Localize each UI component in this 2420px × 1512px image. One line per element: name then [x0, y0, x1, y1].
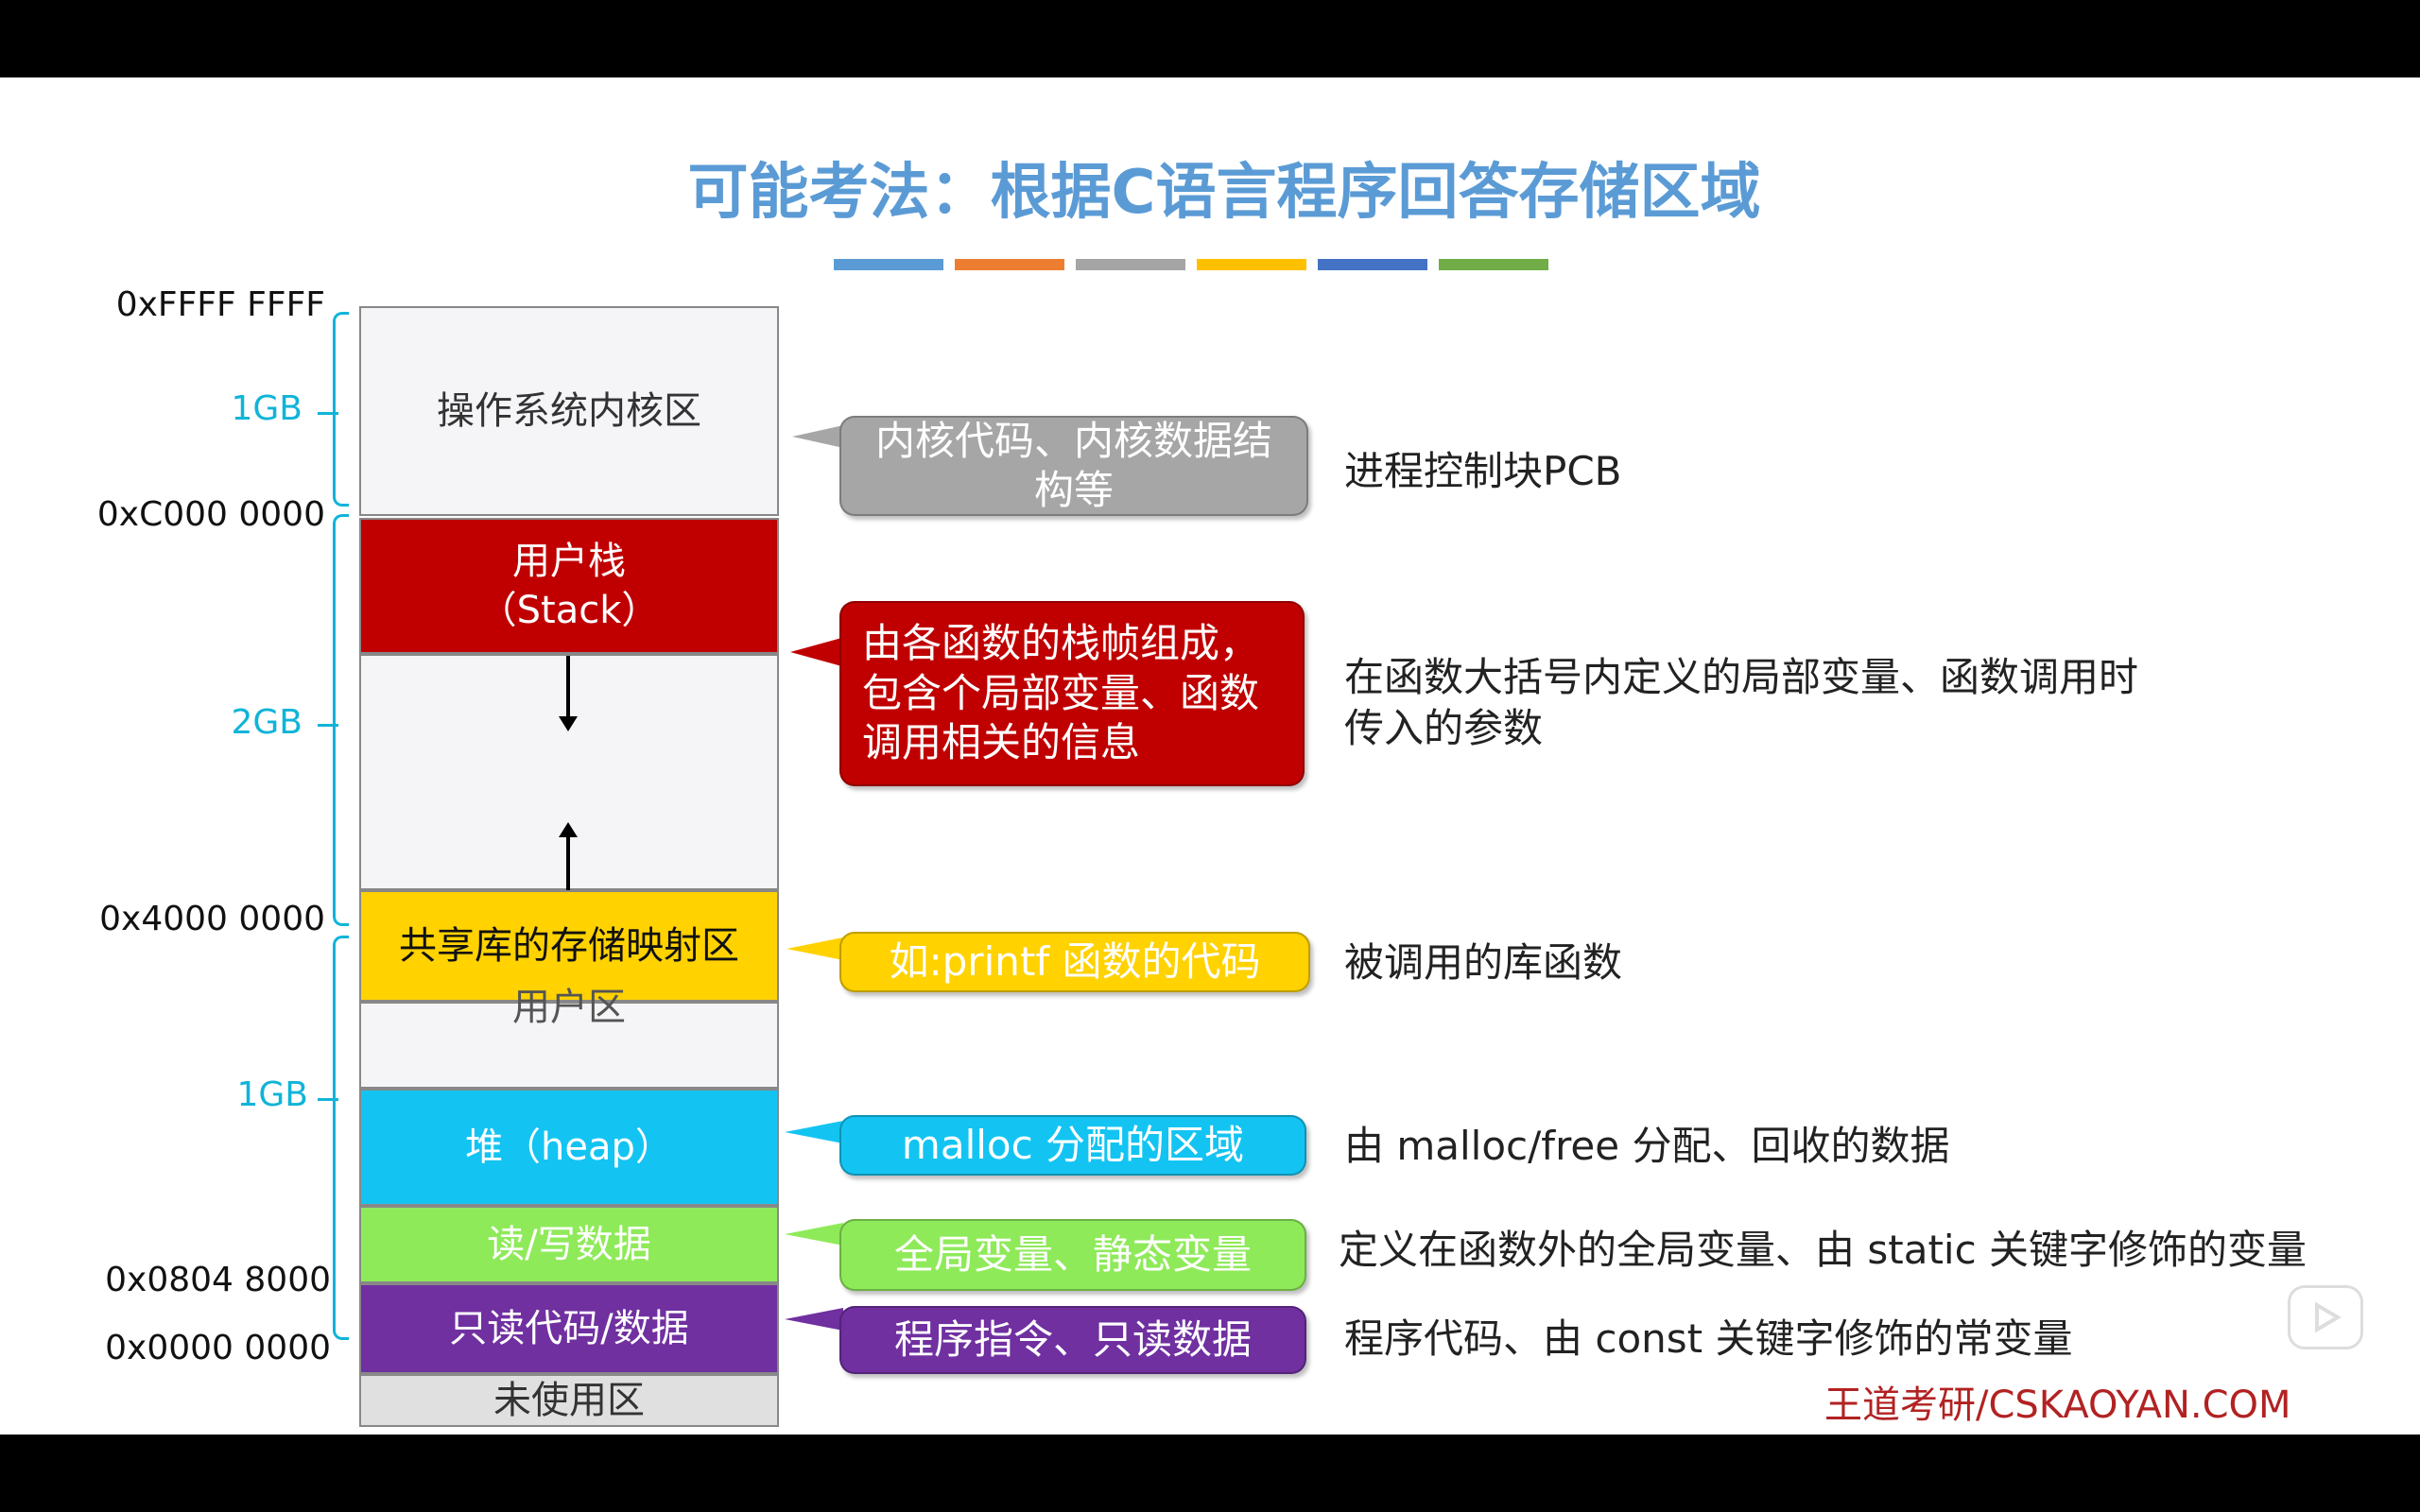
stack-arrow-head	[559, 716, 578, 731]
callout-shared-tail	[786, 937, 843, 960]
segment-rw-label: 读/写数据	[487, 1223, 651, 1266]
segment-unused: 未使用区	[359, 1374, 779, 1427]
callout-ro-tail	[785, 1308, 843, 1331]
accent-bar-gray	[1076, 259, 1185, 270]
segment-ro-label: 只读代码/数据	[449, 1307, 689, 1350]
size-kernel: 1GB	[231, 389, 303, 428]
accent-bar-orange	[955, 259, 1064, 270]
desc-heap: 由 malloc/free 分配、回收的数据	[1344, 1123, 1950, 1169]
segment-heap: 堆（heap）	[359, 1089, 779, 1206]
brace-middle-tick	[318, 724, 338, 727]
segment-rw-data: 读/写数据	[359, 1206, 779, 1283]
desc-shared: 被调用的库函数	[1344, 939, 1623, 986]
segment-unused-label: 未使用区	[493, 1379, 645, 1422]
callout-shared-text: 如:printf 函数的代码	[889, 937, 1261, 985]
callout-stack-tail	[790, 637, 845, 667]
brace-lower-tick	[318, 1098, 338, 1101]
addr-code-base: 0x0804 8000	[105, 1261, 331, 1299]
accent-bar-green	[1439, 259, 1548, 270]
segment-kernel-label: 操作系统内核区	[437, 389, 701, 433]
shared-growth-arrow	[566, 833, 570, 890]
desc-stack-line1: 在函数大括号内定义的局部变量、函数调用时	[1344, 654, 2139, 700]
callout-rw-text: 全局变量、静态变量	[893, 1230, 1252, 1278]
brace-kernel	[333, 312, 349, 507]
callout-heap: malloc 分配的区域	[839, 1115, 1306, 1176]
callout-stack: 由各函数的栈帧组成，包含个局部变量、函数调用相关的信息	[839, 601, 1305, 786]
segment-kernel: 操作系统内核区	[359, 306, 779, 516]
segment-user-area: 用户区	[359, 986, 779, 1089]
size-lower: 1GB	[236, 1075, 309, 1114]
shared-arrow-head	[559, 822, 578, 837]
segment-ro-code: 只读代码/数据	[359, 1283, 779, 1374]
segment-shared-lib: 共享库的存储映射区	[359, 890, 779, 1002]
play-button[interactable]	[2288, 1285, 2363, 1349]
segment-stack-sublabel: （Stack）	[478, 589, 660, 632]
brace-lower	[333, 936, 349, 1340]
callout-heap-text: malloc 分配的区域	[901, 1121, 1245, 1168]
slide-title: 可能考法：根据C语言程序回答存储区域	[687, 158, 1761, 228]
callout-stack-text: 由各函数的栈帧组成，包含个局部变量、函数调用相关的信息	[862, 620, 1260, 766]
brace-middle	[333, 514, 349, 926]
accent-bar-darkblue	[1318, 259, 1427, 270]
callout-shared: 如:printf 函数的代码	[839, 932, 1310, 992]
segment-heap-label: 堆（heap）	[465, 1125, 673, 1169]
addr-zero: 0x0000 0000	[105, 1329, 331, 1367]
slide: 可能考法：根据C语言程序回答存储区域 0xFFFF FFFF 0xC000 00…	[0, 77, 2420, 1435]
callout-ro: 程序指令、只读数据	[839, 1306, 1306, 1374]
segment-stack-label: 用户栈	[512, 540, 626, 583]
callout-kernel: 内核代码、内核数据结构等	[839, 416, 1308, 516]
desc-kernel: 进程控制块PCB	[1344, 448, 1622, 494]
desc-stack-line2: 传入的参数	[1344, 705, 1544, 751]
accent-bar-yellow	[1197, 259, 1306, 270]
addr-top: 0xFFFF FFFF	[115, 285, 325, 324]
size-middle: 2GB	[231, 703, 303, 742]
callout-heap-tail	[785, 1121, 843, 1143]
callout-kernel-tail	[792, 425, 843, 448]
watermark: 王道考研/CSKAOYAN.COM	[1824, 1383, 2291, 1427]
segment-shared-label: 共享库的存储映射区	[399, 924, 739, 968]
callout-ro-text: 程序指令、只读数据	[893, 1315, 1252, 1363]
callout-rw-tail	[785, 1223, 843, 1246]
desc-rw: 定义在函数外的全局变量、由 static 关键字修饰的变量	[1339, 1227, 2308, 1273]
stack-growth-arrow	[566, 656, 570, 718]
callout-kernel-text: 内核代码、内核数据结构等	[875, 417, 1273, 514]
accent-bar-blue	[834, 259, 943, 270]
play-icon	[2315, 1301, 2342, 1333]
segment-user-label: 用户区	[512, 986, 626, 1029]
brace-kernel-tick	[318, 412, 338, 415]
callout-rw: 全局变量、静态变量	[839, 1219, 1306, 1291]
addr-shared-base: 0x4000 0000	[99, 900, 325, 938]
addr-kernel-base: 0xC000 0000	[96, 495, 325, 534]
segment-stack: 用户栈 （Stack）	[359, 518, 779, 654]
desc-ro: 程序代码、由 const 关键字修饰的常变量	[1344, 1315, 2073, 1362]
